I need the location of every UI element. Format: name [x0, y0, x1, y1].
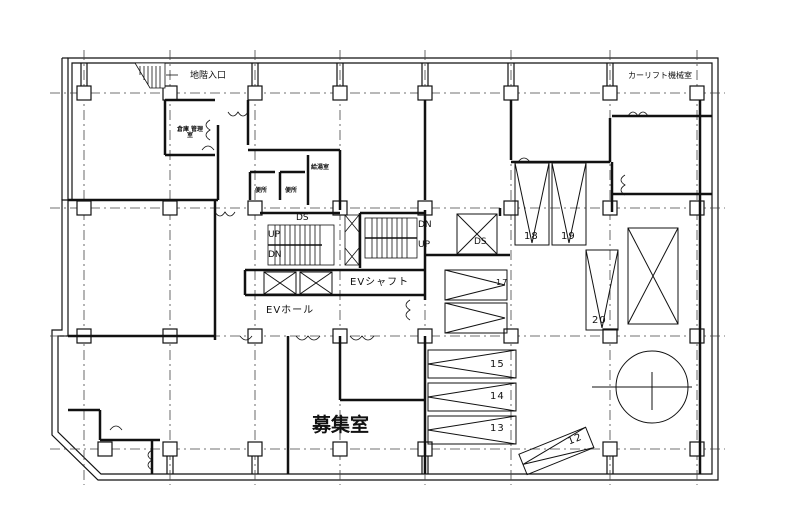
parking-space-18: 18	[524, 231, 539, 242]
stair-right-up-label: UP	[418, 240, 431, 250]
turntable	[592, 350, 692, 424]
recruitment-room-label: 募集室	[312, 414, 370, 436]
parking-horizontal	[427, 269, 595, 476]
entrance-stair	[134, 62, 178, 89]
stair-right	[364, 217, 418, 259]
small-room-4-label: 給湯室	[311, 164, 330, 171]
stair-right-dn-label: DN	[418, 220, 432, 230]
doors	[109, 111, 649, 471]
duct-shaft	[344, 214, 360, 266]
small-room-1-label: 倉庫 管理室	[176, 126, 204, 139]
basement-entrance-label: 地階入口	[190, 71, 227, 81]
stair-left-dn-label: DN	[268, 250, 282, 260]
parking-space-15: 15	[490, 359, 505, 370]
ds-right-label: DS	[474, 237, 487, 247]
ev-hall-label: EVホール	[266, 305, 315, 316]
interior-walls	[68, 98, 712, 474]
parking-space-17: 17	[496, 278, 509, 287]
elevators	[263, 271, 333, 295]
small-room-3-label: 便所	[285, 187, 298, 194]
small-room-2-label: 便所	[255, 187, 268, 194]
car-lift-room-label: カーリフト機械室	[628, 71, 692, 80]
parking-space-20: 20	[592, 315, 607, 326]
stair-left	[267, 224, 335, 266]
ds-shaft	[456, 213, 498, 255]
ds-upper-label: DS	[296, 213, 309, 223]
stair-left-up-label: UP	[268, 230, 281, 240]
parking-space-19: 19	[561, 231, 576, 242]
parking-space-13: 13	[490, 423, 505, 434]
car-lift-shaft	[627, 227, 679, 325]
parking-vertical	[514, 162, 619, 331]
ev-shaft-label: EVシャフト	[350, 277, 410, 288]
parking-space-14: 14	[490, 391, 505, 402]
